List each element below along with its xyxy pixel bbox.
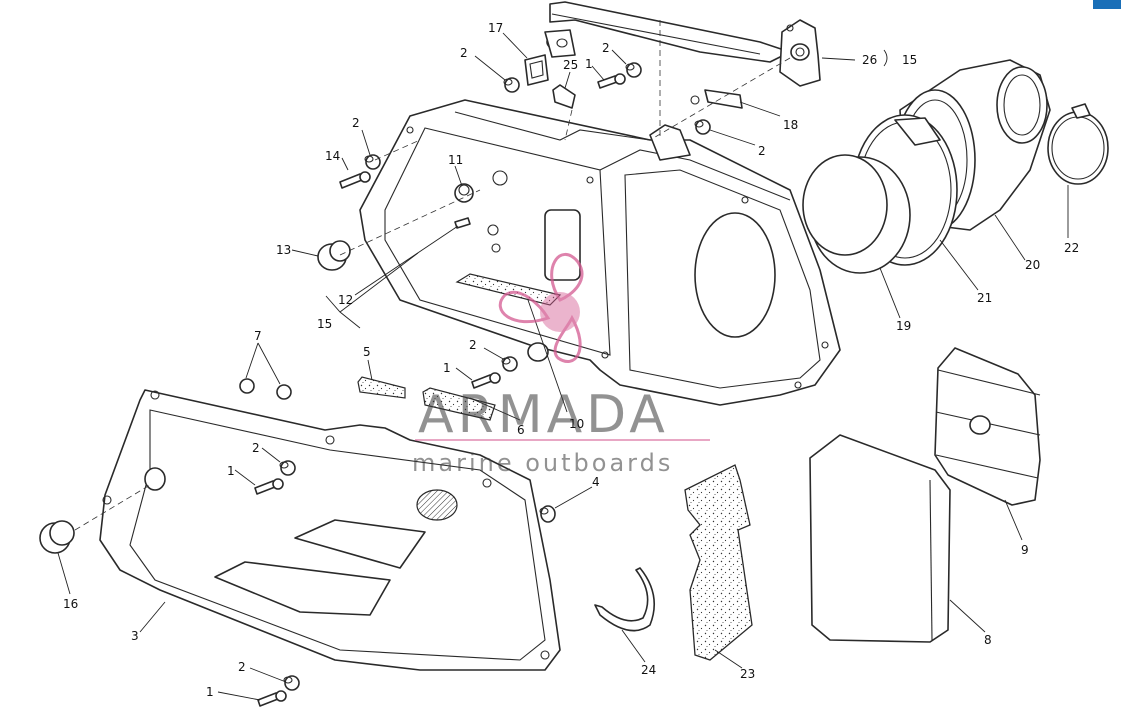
callout-4: 4: [592, 475, 600, 489]
lower-cover-3: [99, 389, 561, 671]
callout-13: 13: [276, 243, 291, 257]
callout-19: 19: [896, 319, 911, 333]
filter-8: [809, 434, 951, 643]
airbox-housing: [359, 99, 841, 406]
leader-lines: [57, 32, 1069, 701]
callout-18: 18: [783, 118, 798, 132]
callout-9: 9: [1021, 543, 1029, 557]
clamp-22: [1047, 103, 1109, 185]
callout-2: 2: [352, 116, 360, 130]
callout-1: 1: [206, 685, 214, 699]
callout-2: 2: [252, 441, 260, 455]
callout-26: 26: [862, 53, 877, 67]
plug-16: [39, 520, 75, 554]
assembly-lines: [74, 20, 791, 531]
callout-24: 24: [641, 663, 656, 677]
clip-24: [594, 567, 656, 632]
fasteners: [239, 54, 743, 707]
callout-15: 15: [902, 53, 917, 67]
callout-8: 8: [984, 633, 992, 647]
inlet-ring-19: [802, 154, 911, 274]
watermark-propeller-icon: [498, 253, 584, 363]
callout-14: 14: [325, 149, 340, 163]
callout-2: 2: [469, 338, 477, 352]
callout-1: 1: [443, 361, 451, 375]
callout-6: 6: [517, 423, 525, 437]
callout-5: 5: [363, 345, 371, 359]
callout-2: 2: [238, 660, 246, 674]
filter-pad-6: [422, 387, 496, 421]
callout-16: 16: [63, 597, 78, 611]
callout-17: 17: [488, 21, 503, 35]
callout-3: 3: [131, 629, 139, 643]
callout-15: 15: [317, 317, 332, 331]
callout-1: 1: [227, 464, 235, 478]
foam-23: [684, 464, 753, 661]
corner-tab: [1093, 0, 1121, 9]
callout-22: 22: [1064, 241, 1079, 255]
grommet-11: [454, 183, 474, 203]
callout-2: 2: [460, 46, 468, 60]
callout-23: 23: [740, 667, 755, 681]
watermark-title: ARMADA: [418, 385, 669, 445]
callout-labels: 17 2 25 1 2 26 15 2 14 11 18 2 13 12 15 …: [63, 21, 1079, 699]
watermark-logo: ARMADA marine outboards: [412, 253, 710, 477]
top-bracket: [544, 1, 791, 63]
callout-2: 2: [602, 41, 610, 55]
callout-21: 21: [977, 291, 992, 305]
callout-2: 2: [758, 144, 766, 158]
callout-7: 7: [254, 329, 262, 343]
grommet-13: [317, 240, 351, 271]
filter-frame-9: [934, 347, 1041, 506]
callout-11: 11: [448, 153, 463, 167]
filter-pad-5: [357, 376, 406, 399]
watermark-subtitle: marine outboards: [412, 449, 673, 477]
callout-20: 20: [1025, 258, 1040, 272]
bracket-26: [779, 19, 821, 87]
callout-25: 25: [563, 58, 578, 72]
callout-10: 10: [569, 417, 584, 431]
callout-12: 12: [338, 293, 353, 307]
callout-1: 1: [585, 57, 593, 71]
